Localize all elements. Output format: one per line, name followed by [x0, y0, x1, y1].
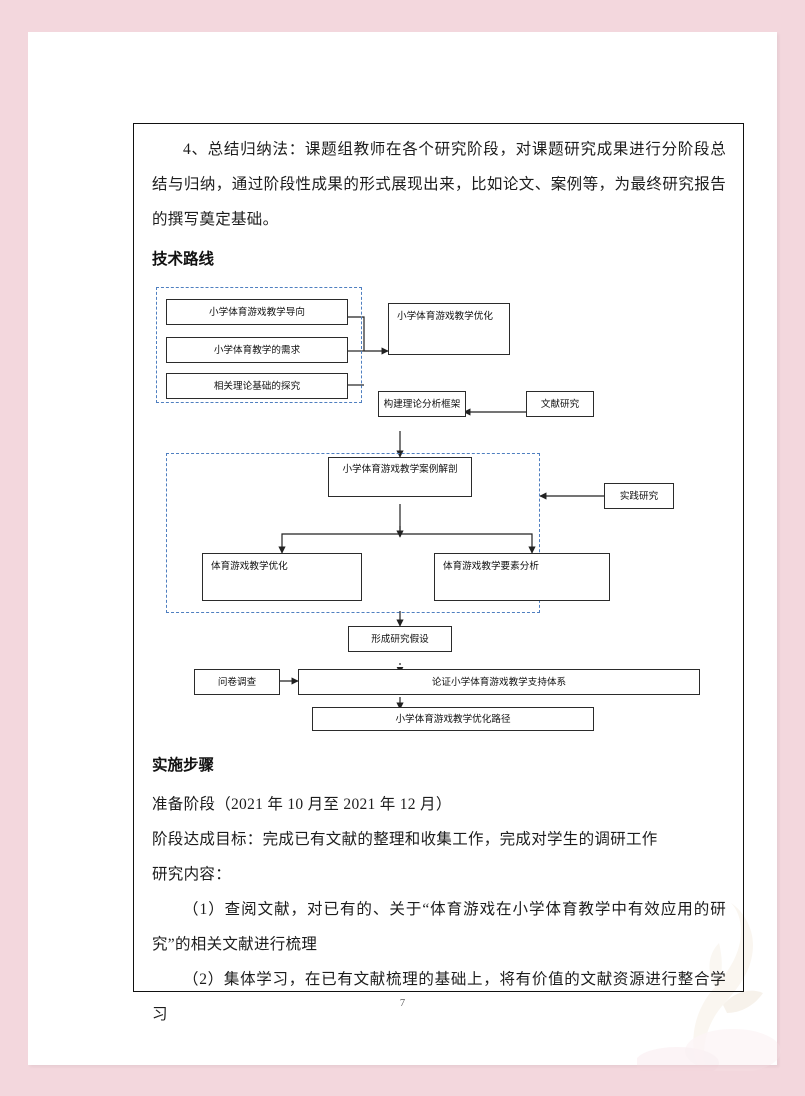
node-literature-research: 文献研究: [526, 391, 594, 417]
node-optimization: 小学体育游戏教学优化: [388, 303, 510, 355]
node-label: 体育游戏教学优化: [211, 561, 288, 572]
node-label: 形成研究假设: [371, 633, 429, 645]
technical-route-diagram-footer: 问卷调查 论证小学体育游戏教学支持体系 小学体育游戏教学优化路径: [152, 667, 726, 731]
node-label: 构建理论分析框架: [383, 398, 461, 410]
node-label: 小学体育游戏教学优化: [397, 311, 493, 322]
heading-technical-route: 技术路线: [152, 251, 215, 268]
node-label: 小学体育游戏教学导向: [209, 306, 305, 318]
node-label: 文献研究: [540, 398, 580, 410]
paper-page: 4、总结归纳法：课题组教师在各个研究阶段，对课题研究成果进行分阶段总结与归纳，通…: [28, 32, 781, 1071]
node-practice-research: 实践研究: [604, 483, 674, 509]
document-body: 4、总结归纳法：课题组教师在各个研究阶段，对课题研究成果进行分阶段总结与归纳，通…: [152, 132, 726, 1032]
page-number: 7: [399, 998, 406, 1009]
node-label: 小学体育游戏教学案例解剖: [342, 464, 458, 475]
node-label: 论证小学体育游戏教学支持体系: [431, 676, 567, 688]
node-support-system: 论证小学体育游戏教学支持体系: [298, 669, 700, 695]
node-label: 小学体育教学的需求: [213, 344, 301, 356]
node-hypothesis: 形成研究假设: [348, 626, 452, 652]
node-label: 小学体育游戏教学优化路径: [395, 713, 511, 725]
node-questionnaire: 问卷调查: [194, 669, 280, 695]
paragraph-summary-method: 4、总结归纳法：课题组教师在各个研究阶段，对课题研究成果进行分阶段总结与归纳，通…: [152, 141, 726, 228]
node-orientation: 小学体育游戏教学导向: [166, 299, 348, 325]
node-element-analysis: 体育游戏教学要素分析: [434, 553, 610, 601]
node-demand: 小学体育教学的需求: [166, 337, 348, 363]
text-preparation-stage: 准备阶段（2021 年 10 月至 2021 年 12 月）: [152, 796, 452, 813]
node-label: 问卷调查: [217, 676, 257, 688]
node-theory-basis: 相关理论基础的探究: [166, 373, 348, 399]
heading-implementation-steps: 实施步骤: [152, 757, 215, 774]
document-content-border: 4、总结归纳法：课题组教师在各个研究阶段，对课题研究成果进行分阶段总结与归纳，通…: [133, 123, 744, 1023]
node-framework: 构建理论分析框架: [378, 391, 466, 417]
diagram-connectors: [278, 316, 604, 665]
text-research-content-label: 研究内容：: [152, 866, 232, 883]
node-label: 体育游戏教学要素分析: [443, 561, 539, 572]
node-teaching-optimization: 体育游戏教学优化: [202, 553, 362, 601]
dashed-region-theory: [156, 287, 362, 403]
node-case-analysis: 小学体育游戏教学案例解剖: [328, 457, 472, 497]
text-stage-goal: 阶段达成目标：完成已有文献的整理和收集工作，完成对学生的调研工作: [152, 831, 658, 848]
technical-route-diagram: 小学体育游戏教学导向 小学体育教学的需求 相关理论基础的探究 小学体育游戏教学优…: [152, 281, 726, 665]
text-research-item-1: （1）查阅文献，对已有的、关于“体育游戏在小学体育教学中有效应用的研究”的相关文…: [152, 901, 726, 953]
text-research-item-2: （2）集体学习，在已有文献梳理的基础上，将有价值的文献资源进行整合学习: [152, 971, 726, 1023]
node-label: 实践研究: [619, 490, 659, 502]
dashed-region-practice: [166, 453, 540, 613]
node-optimization-path: 小学体育游戏教学优化路径: [312, 707, 594, 731]
node-label: 相关理论基础的探究: [213, 380, 301, 392]
